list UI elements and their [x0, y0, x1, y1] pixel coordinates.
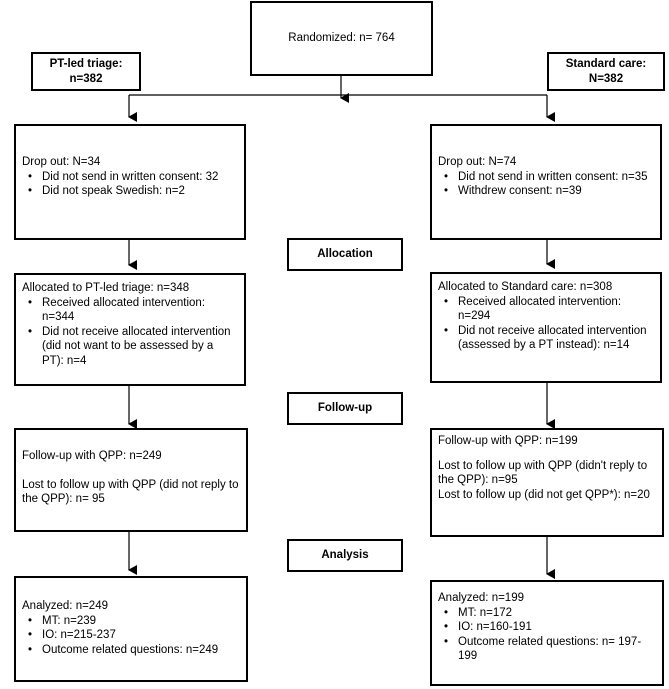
- list-item: Did not send in written consent: 32: [28, 170, 238, 185]
- right-dropout-title: Drop out: N=74: [438, 156, 517, 168]
- right-dropout-box: Drop out: N=74 Did not send in written c…: [430, 124, 662, 240]
- list-item: Did not receive allocated intervention (…: [28, 325, 238, 369]
- list-item: Received allocated intervention: n=294: [444, 295, 654, 324]
- left-dropout-list: Did not send in written consent: 32 Did …: [22, 170, 238, 199]
- analysis-stage-box: Analysis: [287, 539, 403, 572]
- right-allocated-box: Allocated to Standard care: n=308 Receiv…: [430, 272, 662, 383]
- list-item: Received allocated intervention: n=344: [28, 296, 238, 325]
- right-analyzed-box: Analyzed: n=199 MT: n=172 IO: n=160-191 …: [430, 580, 664, 686]
- left-allocated-list: Received allocated intervention: n=344 D…: [22, 296, 238, 369]
- left-followup-box: Follow-up with QPP: n=249 Lost to follow…: [14, 428, 248, 532]
- list-item: Outcome related questions: n=249: [28, 643, 240, 658]
- left-analyzed-list: MT: n=239 IO: n=215-237 Outcome related …: [22, 614, 240, 658]
- list-item: MT: n=172: [444, 606, 656, 621]
- pt-led-triage-arm-box: PT-led triage: n=382: [31, 52, 141, 91]
- right-followup-line3: Lost to follow up (did not get QPP*): n=…: [438, 488, 650, 501]
- followup-stage-label: Follow-up: [317, 402, 373, 415]
- right-allocated-title: Allocated to Standard care: n=308: [438, 281, 613, 293]
- randomized-box: Randomized: n= 764: [250, 1, 433, 76]
- right-dropout-list: Did not send in written consent: n=35 Wi…: [438, 170, 654, 199]
- right-followup-line1: Follow-up with QPP: n=199: [438, 435, 578, 447]
- right-followup-box: Follow-up with QPP: n=199 Lost to follow…: [430, 428, 664, 537]
- randomized-label: Randomized: n= 764: [288, 32, 395, 45]
- list-item: Withdrew consent: n=39: [444, 184, 654, 199]
- right-analyzed-title: Analyzed: n=199: [438, 592, 524, 604]
- list-item: Did not send in written consent: n=35: [444, 170, 654, 185]
- left-allocated-title: Allocated to PT-led triage: n=348: [22, 282, 190, 294]
- left-dropout-title: Drop out: N=34: [22, 156, 101, 168]
- standard-care-arm-n: N=382: [588, 72, 624, 85]
- right-allocated-list: Received allocated intervention: n=294 D…: [438, 295, 654, 353]
- list-item: IO: n=215-237: [28, 628, 240, 643]
- followup-stage-box: Follow-up: [287, 392, 403, 425]
- pt-led-triage-arm-title: PT-led triage:: [49, 58, 123, 70]
- standard-care-arm-title: Standard care:: [565, 58, 647, 70]
- left-analyzed-title: Analyzed: n=249: [22, 600, 108, 612]
- left-dropout-box: Drop out: N=34 Did not send in written c…: [14, 124, 246, 240]
- list-item: IO: n=160-191: [444, 620, 656, 635]
- left-analyzed-box: Analyzed: n=249 MT: n=239 IO: n=215-237 …: [14, 576, 248, 682]
- list-item: Did not receive allocated intervention (…: [444, 324, 654, 353]
- left-allocated-box: Allocated to PT-led triage: n=348 Receiv…: [14, 273, 246, 386]
- left-followup-line2: Lost to follow up with QPP (did not repl…: [22, 478, 239, 506]
- allocation-stage-label: Allocation: [317, 248, 373, 261]
- list-item: Outcome related questions: n= 197-199: [444, 635, 656, 664]
- right-followup-line2: Lost to follow up with QPP (didn't reply…: [438, 459, 648, 487]
- list-item: MT: n=239: [28, 614, 240, 629]
- list-item: Did not speak Swedish: n=2: [28, 184, 238, 199]
- analysis-stage-label: Analysis: [321, 549, 369, 562]
- standard-care-arm-box: Standard care: N=382: [547, 52, 665, 91]
- pt-led-triage-arm-n: n=382: [69, 72, 103, 85]
- allocation-stage-box: Allocation: [287, 238, 403, 271]
- right-analyzed-list: MT: n=172 IO: n=160-191 Outcome related …: [438, 606, 656, 664]
- left-followup-line1: Follow-up with QPP: n=249: [22, 450, 162, 462]
